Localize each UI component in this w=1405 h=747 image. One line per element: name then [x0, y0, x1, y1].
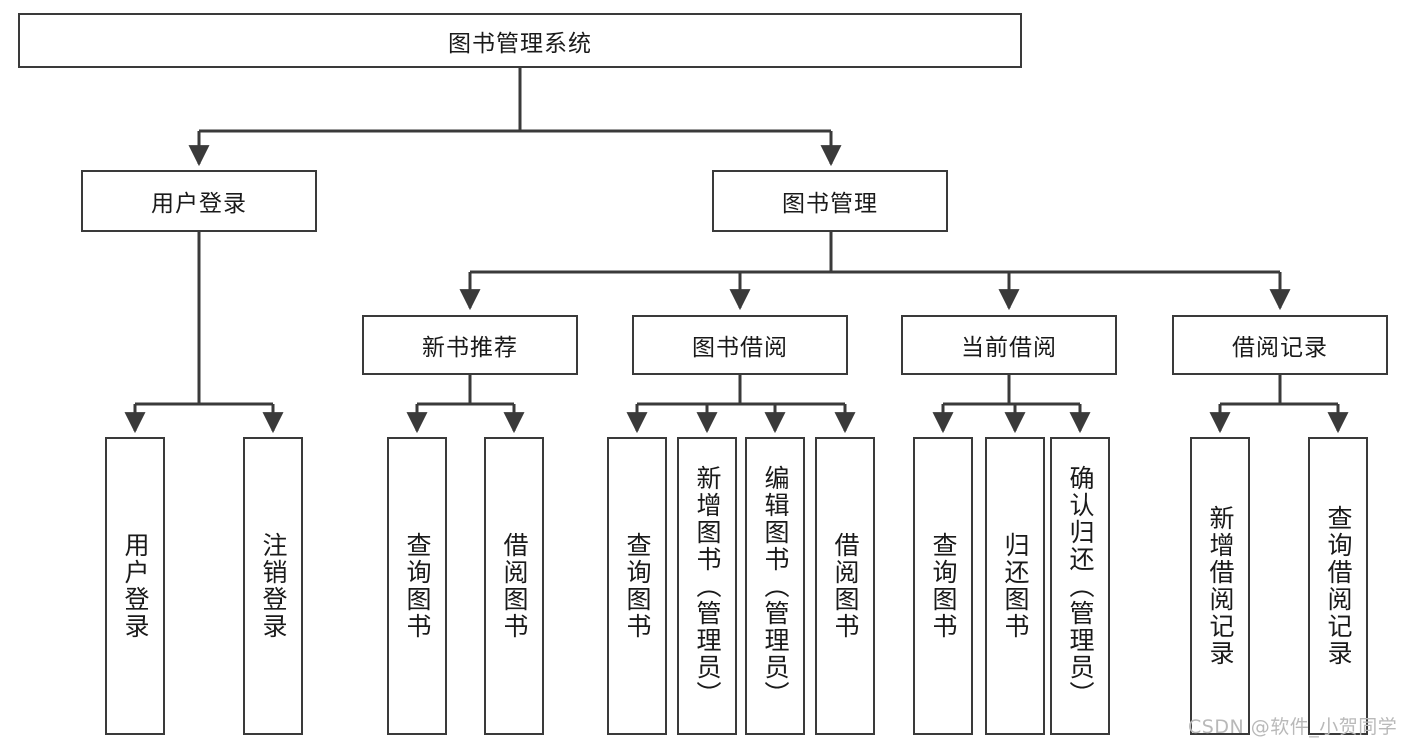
- node-root[interactable]: 图书管理系统: [18, 13, 1022, 68]
- node-book-borrow[interactable]: 图书借阅: [632, 315, 848, 375]
- node-root-label: 图书管理系统: [448, 30, 592, 57]
- leaf-current-query-book[interactable]: 查询图书: [913, 437, 973, 735]
- leaf-user-login[interactable]: 用户登录: [105, 437, 165, 735]
- leaf-user-login-label: 用户登录: [121, 532, 150, 640]
- leaf-borrow-borrow-book[interactable]: 借阅图书: [815, 437, 875, 735]
- leaf-current-query-book-label: 查询图书: [929, 532, 958, 640]
- leaf-newbook-query-book[interactable]: 查询图书: [387, 437, 447, 735]
- leaf-borrow-add-book-admin-label: 新增图书（管理员）: [693, 464, 722, 708]
- node-new-book-recommend[interactable]: 新书推荐: [362, 315, 578, 375]
- node-current-borrow-label: 当前借阅: [961, 335, 1057, 361]
- leaf-newbook-borrow-book[interactable]: 借阅图书: [484, 437, 544, 735]
- node-book-management[interactable]: 图书管理: [712, 170, 948, 232]
- leaf-record-add-record-label: 新增借阅记录: [1206, 505, 1235, 667]
- leaf-newbook-borrow-book-label: 借阅图书: [500, 532, 529, 640]
- node-borrow-record[interactable]: 借阅记录: [1172, 315, 1388, 375]
- leaf-current-return-book[interactable]: 归还图书: [985, 437, 1045, 735]
- leaf-record-add-record[interactable]: 新增借阅记录: [1190, 437, 1250, 735]
- leaf-record-query-record-label: 查询借阅记录: [1324, 505, 1353, 667]
- leaf-current-confirm-return-admin[interactable]: 确认归还（管理员）: [1050, 437, 1110, 735]
- leaf-borrow-edit-book-admin[interactable]: 编辑图书（管理员）: [745, 437, 805, 735]
- leaf-logout[interactable]: 注销登录: [243, 437, 303, 735]
- leaf-borrow-query-book-label: 查询图书: [623, 532, 652, 640]
- leaf-borrow-edit-book-admin-label: 编辑图书（管理员）: [761, 464, 790, 708]
- leaf-record-query-record[interactable]: 查询借阅记录: [1308, 437, 1368, 735]
- node-book-management-label: 图书管理: [782, 191, 878, 217]
- node-borrow-record-label: 借阅记录: [1232, 335, 1328, 361]
- node-user-login[interactable]: 用户登录: [81, 170, 317, 232]
- leaf-current-confirm-return-admin-label: 确认归还（管理员）: [1066, 464, 1095, 708]
- leaf-current-return-book-label: 归还图书: [1001, 532, 1030, 640]
- leaf-borrow-borrow-book-label: 借阅图书: [831, 532, 860, 640]
- node-new-book-recommend-label: 新书推荐: [422, 335, 518, 361]
- node-user-login-label: 用户登录: [151, 191, 247, 217]
- leaf-newbook-query-book-label: 查询图书: [403, 532, 432, 640]
- leaf-logout-label: 注销登录: [259, 532, 288, 640]
- node-current-borrow[interactable]: 当前借阅: [901, 315, 1117, 375]
- node-book-borrow-label: 图书借阅: [692, 335, 788, 361]
- leaf-borrow-add-book-admin[interactable]: 新增图书（管理员）: [677, 437, 737, 735]
- watermark: CSDN @软件_小贺同学: [1188, 716, 1398, 738]
- leaf-borrow-query-book[interactable]: 查询图书: [607, 437, 667, 735]
